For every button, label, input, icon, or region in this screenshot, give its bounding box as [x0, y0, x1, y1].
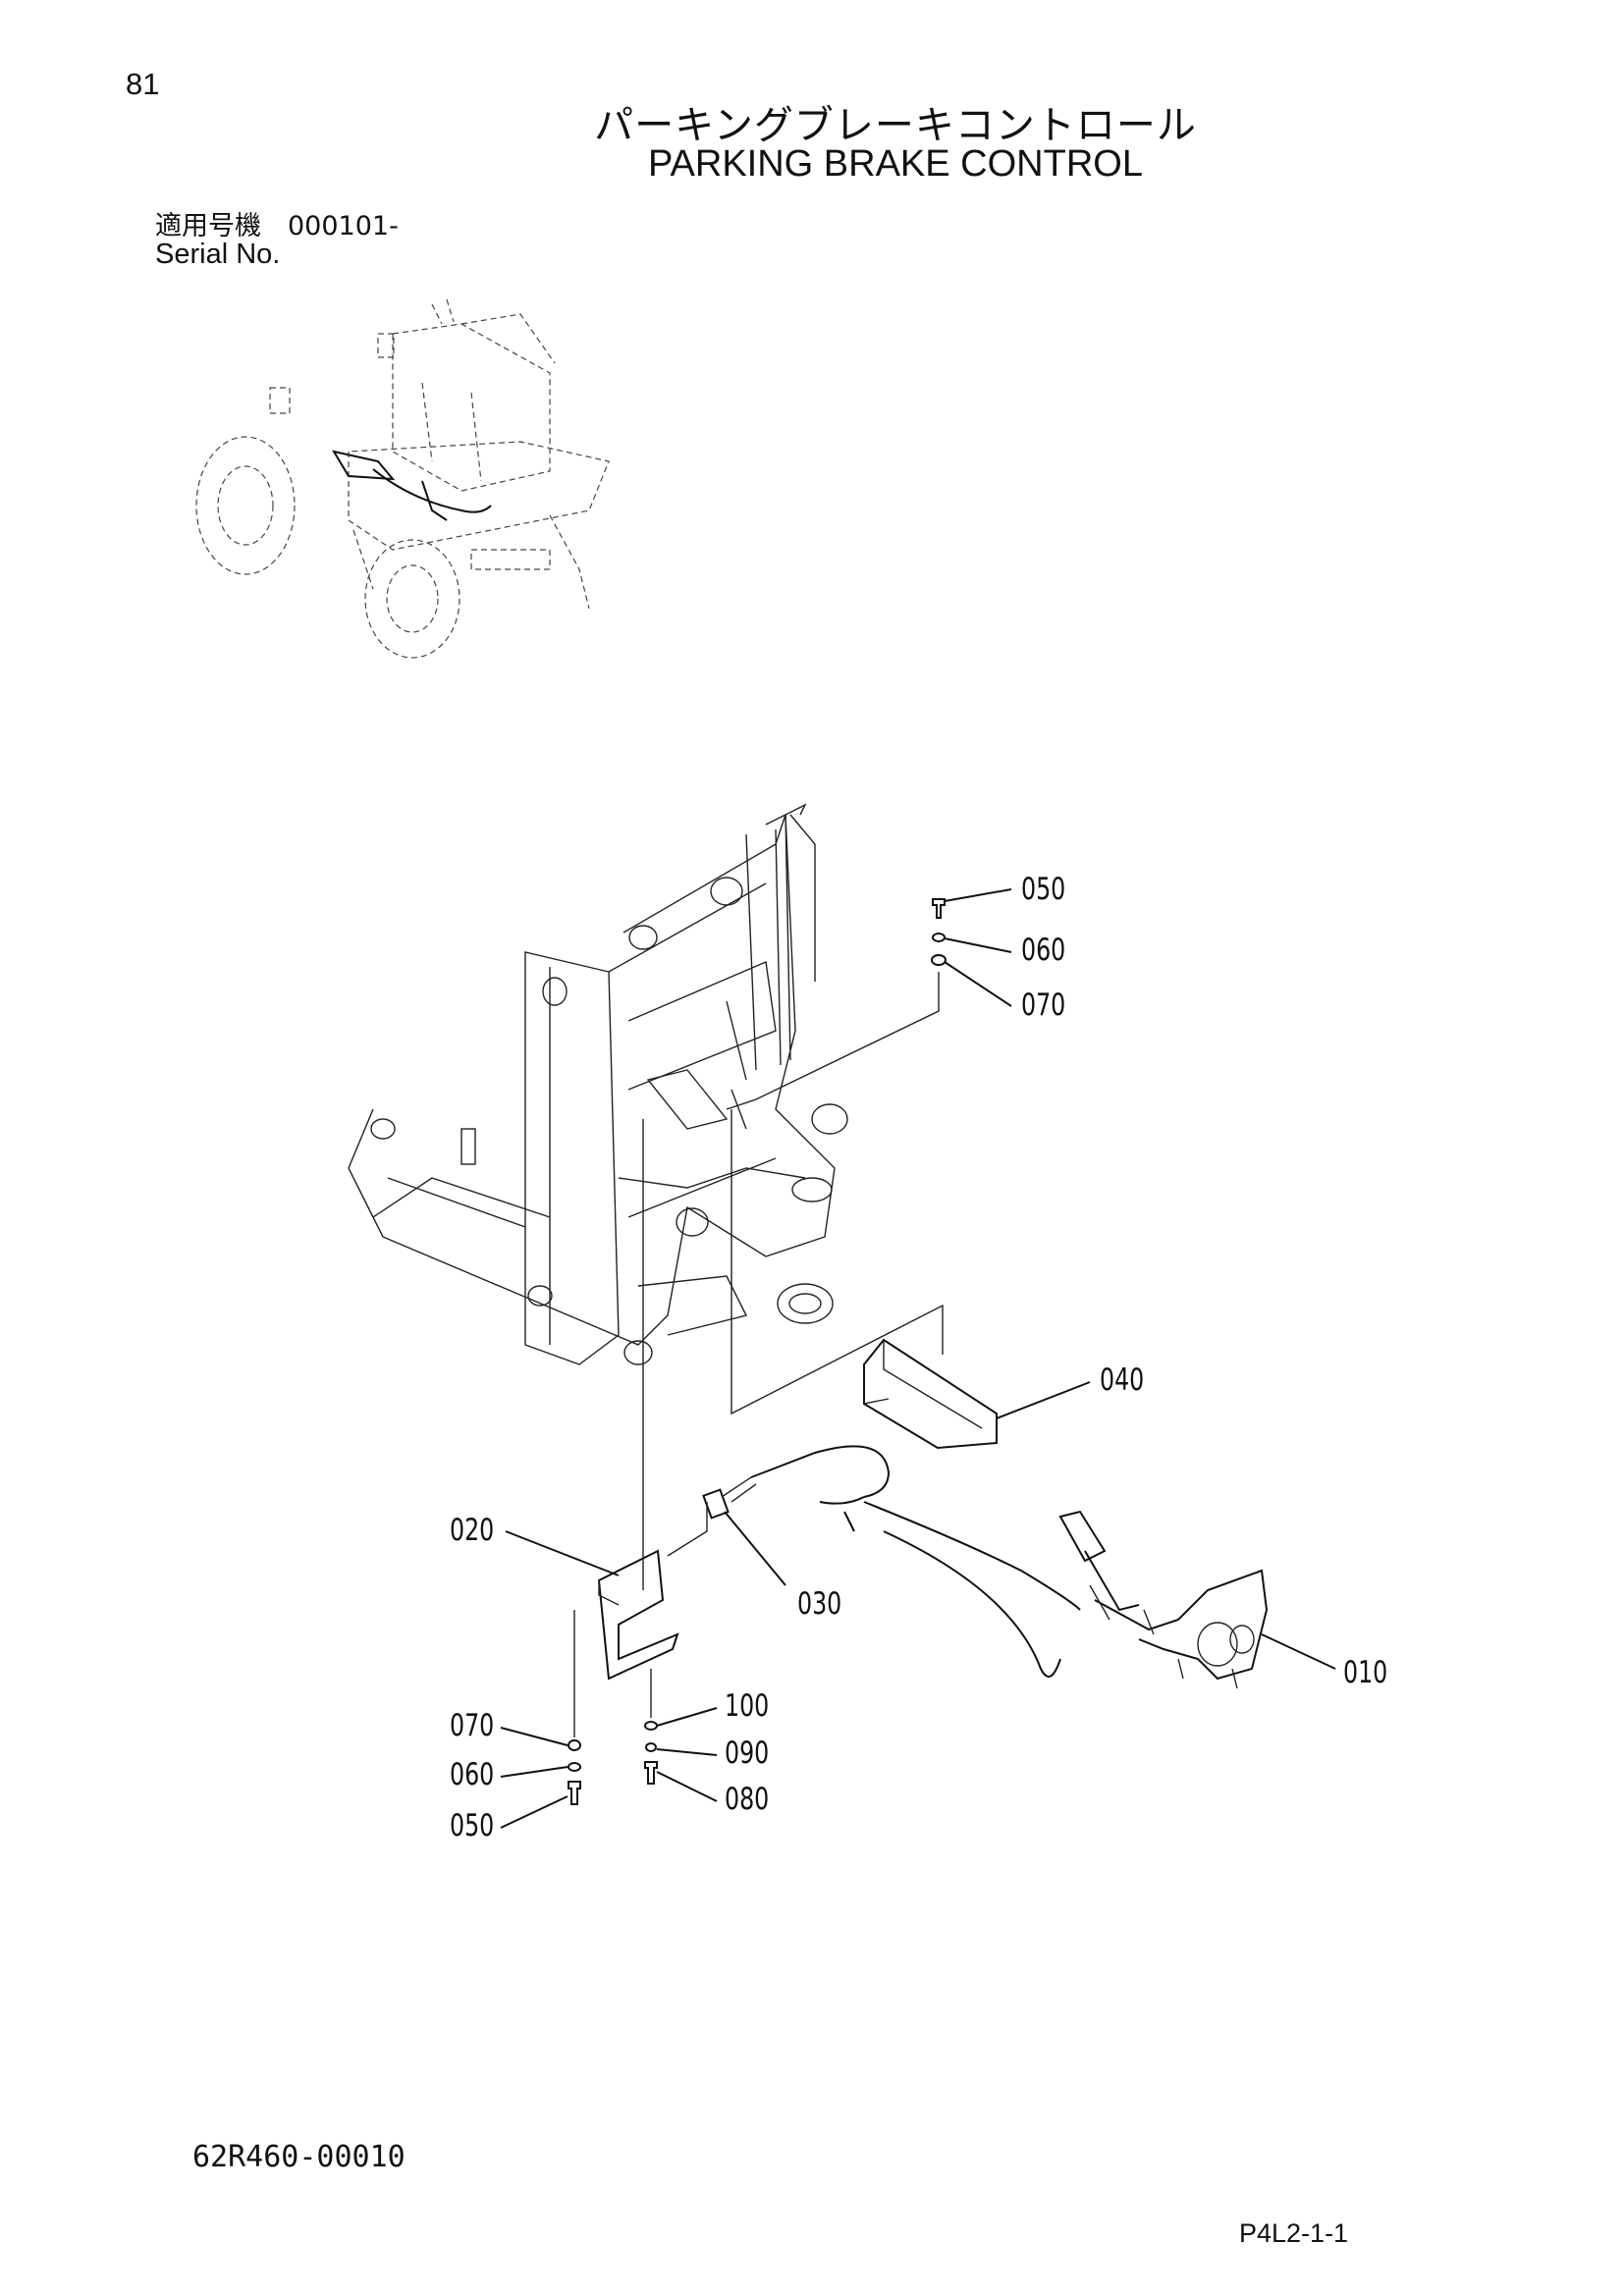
page-code: P4L2-1-1 — [1239, 2218, 1349, 2248]
part-020-bracket-illustration — [597, 1549, 679, 1681]
callout-070-bottom: 070 — [450, 1708, 495, 1743]
brake-cable-upper — [750, 1445, 891, 1505]
hardware-bottom-center-group — [644, 1721, 658, 1785]
assembly-guide-lines — [573, 972, 944, 1737]
cable-clamp — [843, 1511, 855, 1532]
callout-030: 030 — [797, 1586, 842, 1622]
page-title: PARKING BRAKE CONTROL — [648, 143, 1143, 185]
drawing-number: 62R460-00010 — [192, 2140, 406, 2174]
machine-overview-illustration — [195, 298, 610, 659]
callout-050-top: 050 — [1021, 872, 1066, 907]
callout-090: 090 — [725, 1735, 770, 1771]
serial-range-japanese: 適用号機 000101- — [155, 211, 399, 241]
page-title-japanese: パーキングブレーキコントロール — [594, 103, 1197, 148]
callout-060-top: 060 — [1021, 933, 1066, 968]
page-number: 81 — [126, 67, 160, 101]
vehicle-frame-illustration — [348, 803, 848, 1365]
callout-040: 040 — [1100, 1362, 1145, 1398]
callout-070-top: 070 — [1021, 988, 1066, 1023]
callout-050-bottom: 050 — [450, 1808, 495, 1843]
hardware-top-group — [931, 898, 947, 966]
callout-010: 010 — [1343, 1655, 1388, 1690]
leader-lines — [500, 888, 1336, 1829]
part-030-clip-illustration — [702, 1476, 757, 1520]
hardware-bottom-left-group — [568, 1739, 581, 1805]
serial-label: Serial No. — [155, 239, 281, 270]
callout-060-bottom: 060 — [450, 1757, 495, 1792]
brake-cable-lower — [863, 1501, 1081, 1678]
callout-020: 020 — [450, 1513, 495, 1548]
part-010-lever-assembly-illustration — [1058, 1510, 1269, 1689]
callout-100: 100 — [725, 1688, 770, 1724]
part-040-cover-illustration — [863, 1338, 998, 1450]
callout-080: 080 — [725, 1782, 770, 1817]
